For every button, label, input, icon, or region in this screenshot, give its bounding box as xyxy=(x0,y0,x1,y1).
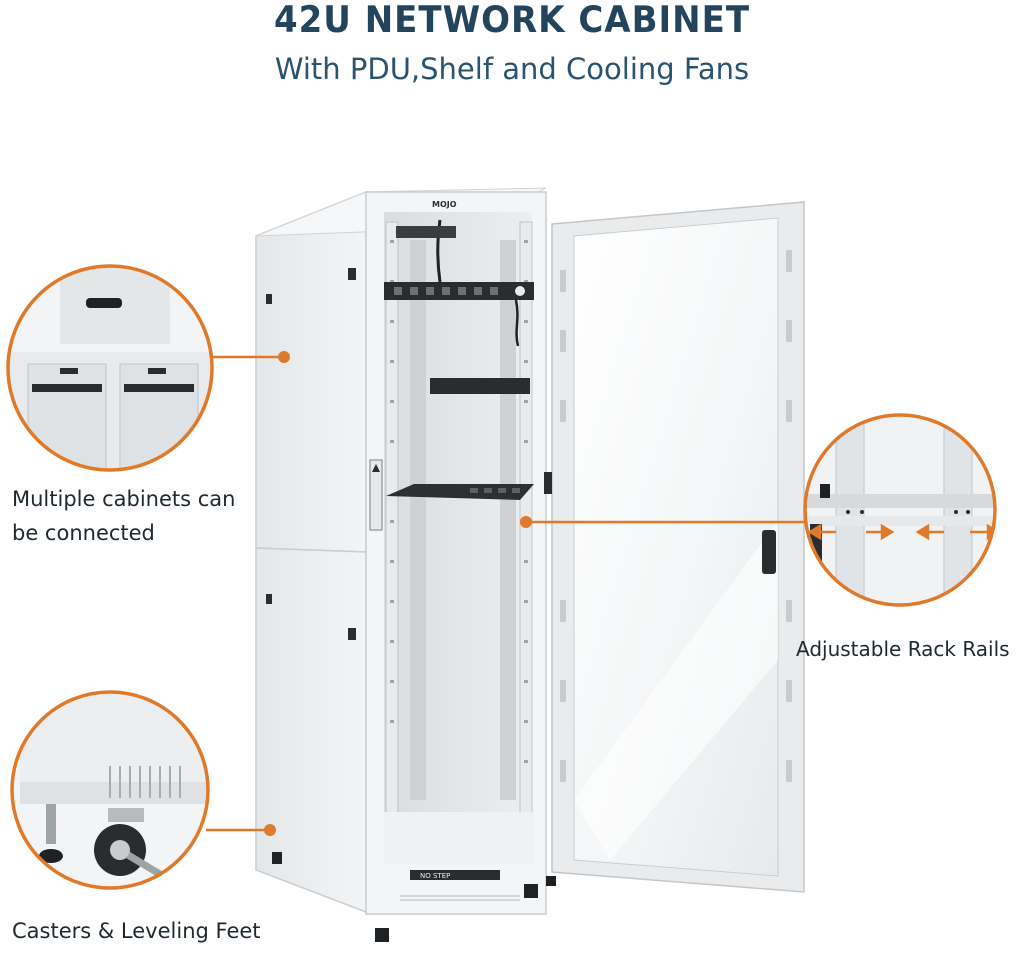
network-cabinet: NO STEP MOJO xyxy=(255,187,556,942)
callout-casters xyxy=(10,690,276,890)
cantilever-shelf xyxy=(386,484,534,500)
cable-manager xyxy=(430,378,530,394)
label-rack-rails: Adjustable Rack Rails xyxy=(796,637,1010,661)
cabinet-side-panel-upper xyxy=(255,190,367,553)
door-lock-handle xyxy=(762,530,776,574)
zoom-adjustable-rails xyxy=(805,415,995,605)
floor-sticker: NO STEP xyxy=(420,872,450,880)
label-multiple-cabinets: Multiple cabinets can be connected xyxy=(12,482,235,550)
brand-logo: MOJO xyxy=(432,200,457,209)
front-rail-right xyxy=(519,221,533,863)
front-rail-left xyxy=(385,221,399,863)
page-subtitle: With PDU,Shelf and Cooling Fans xyxy=(274,52,750,86)
page-title: 42U NETWORK CABINET xyxy=(273,0,751,42)
cooling-fan-tray xyxy=(396,226,456,238)
glass-front-door xyxy=(544,201,805,893)
label-casters: Casters & Leveling Feet xyxy=(12,919,261,943)
callout-multiple-cabinets xyxy=(6,264,290,472)
callout-rack-rails xyxy=(520,413,997,607)
label-multiple-cabinets-line2: be connected xyxy=(12,521,155,545)
caster-wheels xyxy=(272,852,556,942)
label-multiple-cabinets-line1: Multiple cabinets can xyxy=(12,487,236,511)
